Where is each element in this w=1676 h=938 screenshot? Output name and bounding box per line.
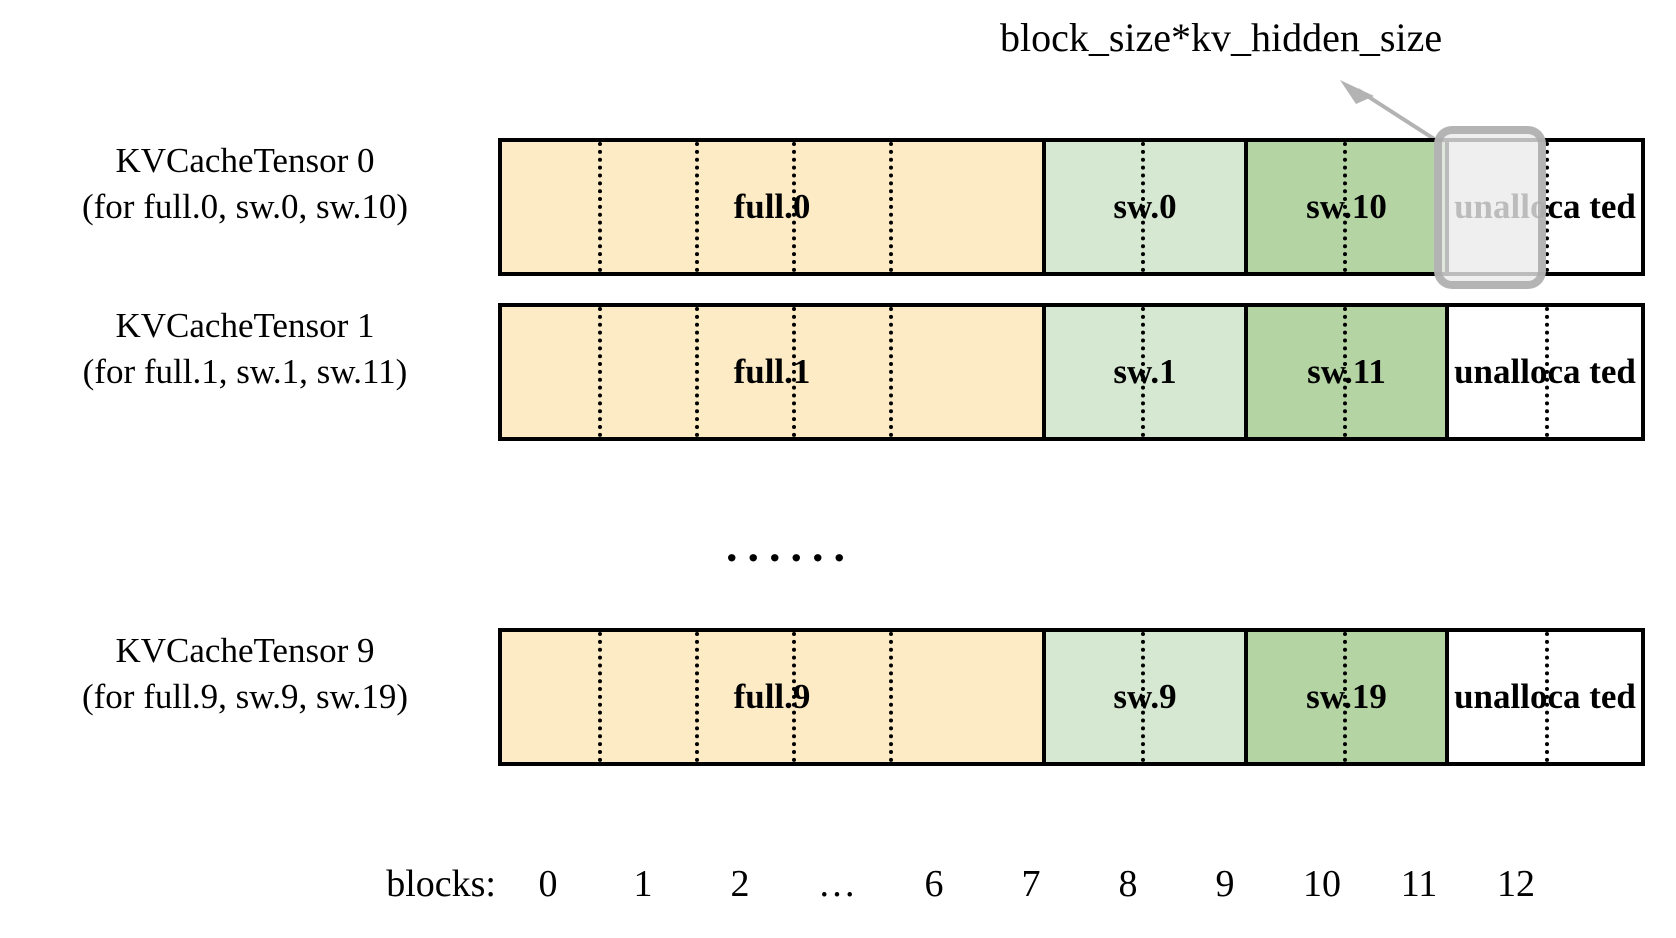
segment-sw-dark-0[interactable]: sw.10 — [1244, 142, 1445, 272]
segment-label: unalloca ted — [1454, 352, 1636, 391]
row-label-1: KVCacheTensor 1 (for full.1, sw.1, sw.11… — [0, 303, 490, 395]
axis-title: blocks: — [386, 863, 496, 905]
highlight-box-block-11[interactable] — [1434, 126, 1546, 289]
segment-full-0[interactable]: full.0 — [502, 142, 1042, 272]
row-label-1-line1: KVCacheTensor 1 — [115, 306, 375, 345]
row-label-9-line2: (for full.9, sw.9, sw.19) — [82, 677, 408, 716]
segment-full-1[interactable]: full.1 — [502, 307, 1042, 437]
axis-tick-5: 7 — [1021, 863, 1041, 905]
tensor-bar-1[interactable]: full.1 sw.1 sw.11 unalloca ted — [498, 303, 1645, 441]
axis-tick-7: 9 — [1215, 863, 1235, 905]
tensor-bar-9[interactable]: full.9 sw.9 sw.19 unalloca ted — [498, 628, 1645, 766]
segment-sw-dark-9[interactable]: sw.19 — [1244, 632, 1445, 762]
segment-unallocated-9[interactable]: unalloca ted — [1445, 632, 1641, 762]
segment-label: sw.11 — [1307, 352, 1386, 391]
blocks-axis: blocks: 0 1 2 … 6 7 8 9 10 11 12 — [0, 862, 1676, 922]
segment-sw-light-9[interactable]: sw.9 — [1042, 632, 1244, 762]
axis-tick-2: 2 — [730, 863, 750, 905]
segment-label: full.1 — [733, 352, 811, 391]
axis-tick-10: 12 — [1497, 863, 1535, 905]
segment-label: sw.1 — [1113, 352, 1177, 391]
segment-label: sw.0 — [1113, 187, 1177, 226]
axis-tick-6: 8 — [1118, 863, 1138, 905]
segment-label: sw.19 — [1306, 677, 1387, 716]
segment-sw-dark-1[interactable]: sw.11 — [1244, 307, 1445, 437]
segment-label: full.0 — [733, 187, 811, 226]
row-label-0-line1: KVCacheTensor 0 — [115, 141, 375, 180]
segment-label: unalloca ted — [1454, 677, 1636, 716]
axis-tick-0: 0 — [538, 863, 558, 905]
axis-tick-1: 1 — [633, 863, 653, 905]
row-label-0: KVCacheTensor 0 (for full.0, sw.0, sw.10… — [0, 138, 490, 230]
segment-unallocated-1[interactable]: unalloca ted — [1445, 307, 1641, 437]
segment-label: full.9 — [733, 677, 811, 716]
axis-tick-8: 10 — [1303, 863, 1341, 905]
axis-tick-4: 6 — [924, 863, 944, 905]
segment-sw-light-0[interactable]: sw.0 — [1042, 142, 1244, 272]
row-label-9: KVCacheTensor 9 (for full.9, sw.9, sw.19… — [0, 628, 490, 720]
vertical-ellipsis: ...... — [726, 520, 855, 571]
segment-label: sw.10 — [1306, 187, 1387, 226]
axis-tick-3: … — [818, 863, 856, 905]
row-label-0-line2: (for full.0, sw.0, sw.10) — [82, 187, 408, 226]
row-label-1-line2: (for full.1, sw.1, sw.11) — [82, 352, 408, 391]
segment-sw-light-1[interactable]: sw.1 — [1042, 307, 1244, 437]
segment-full-9[interactable]: full.9 — [502, 632, 1042, 762]
row-label-9-line1: KVCacheTensor 9 — [115, 631, 375, 670]
axis-tick-9: 11 — [1400, 863, 1438, 905]
annotation-label: block_size*kv_hidden_size — [1000, 15, 1443, 60]
segment-label: sw.9 — [1113, 677, 1177, 716]
